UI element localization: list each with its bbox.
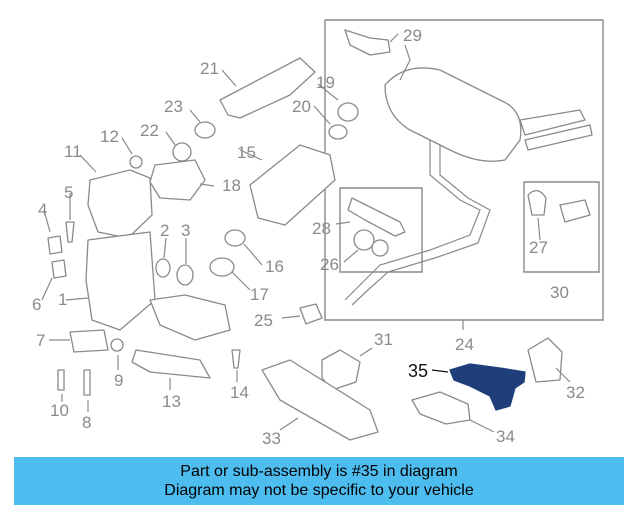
clamp-16-shape (224, 229, 246, 247)
callout-20: 20 (292, 97, 311, 116)
turbo-18-shape (149, 159, 206, 201)
callout-2: 2 (160, 221, 169, 240)
callout-26: 26 (320, 255, 339, 274)
callout-4: 4 (38, 200, 47, 219)
heat-shield-35-shape (449, 363, 526, 411)
info-banner: Part or sub-assembly is #35 in diagram D… (14, 457, 624, 505)
callout-8: 8 (82, 413, 91, 432)
heat-shield-11-shape (87, 169, 153, 239)
pipe-21-shape (219, 57, 316, 119)
callout-34: 34 (496, 427, 515, 446)
hanger-bracket-28-shape (347, 197, 406, 237)
clamp-22-shape (172, 142, 192, 162)
front-pipe-shape (149, 294, 231, 341)
callout-18: 18 (222, 176, 241, 195)
callout-5: 5 (64, 183, 73, 202)
callout-33: 33 (262, 429, 281, 448)
heat-shield-33-shape (261, 359, 379, 441)
callout-11: 11 (64, 142, 82, 161)
gasket-3-shape (176, 264, 194, 286)
bolt-14-shape (231, 349, 241, 369)
callout-13: 13 (162, 392, 181, 411)
callout-32: 32 (566, 383, 585, 402)
callout-17: 17 (250, 285, 269, 304)
callout-28: 28 (312, 219, 331, 238)
gasket-19-shape (337, 102, 359, 122)
heat-shield-32-shape (527, 337, 563, 383)
bracket-30-shape (559, 199, 591, 223)
callout-27: 27 (529, 238, 548, 257)
heat-shield-31-shape (321, 349, 361, 391)
callout-15: 15 (237, 143, 256, 162)
exhaust-system-diagram: 1 2 3 4 5 6 7 8 9 10 11 12 13 14 15 16 1… (32, 19, 604, 448)
rubber-hanger-26b-shape (371, 239, 389, 257)
bracket-29-shape (344, 29, 391, 56)
group-box-30 (523, 181, 600, 273)
callout-24: 24 (455, 335, 474, 354)
callout-12: 12 (100, 127, 119, 146)
mount-27-shape (527, 190, 547, 216)
callout-25: 25 (254, 311, 273, 330)
callout-6: 6 (32, 295, 41, 314)
nut-6-shape (51, 259, 67, 279)
callout-7: 7 (36, 331, 45, 350)
callout-31: 31 (374, 330, 393, 349)
group-box-24 (324, 19, 604, 321)
bracket-7-shape (69, 329, 109, 353)
leader-lines (41, 33, 571, 433)
callout-14: 14 (230, 383, 249, 402)
gasket-23-shape (194, 121, 216, 139)
gasket-2-shape (155, 258, 171, 278)
callout-19: 19 (316, 73, 335, 92)
bolt-8-shape (83, 369, 91, 396)
callout-30: 30 (550, 283, 569, 302)
group-box-28-26 (339, 187, 423, 273)
nut-12-shape (129, 155, 143, 169)
callout-10: 10 (50, 401, 69, 420)
banner-line-2: Diagram may not be specific to your vehi… (164, 482, 474, 499)
callout-9: 9 (114, 371, 123, 390)
catalytic-converter-1-shape (85, 231, 156, 331)
bolt-5-shape (65, 221, 75, 243)
washer-9-shape (110, 338, 124, 352)
clamp-20-shape (328, 124, 348, 140)
callout-1: 1 (58, 290, 67, 309)
particle-filter-15-shape (249, 144, 336, 226)
callout-labels: 1 2 3 4 5 6 7 8 9 10 11 12 13 14 15 16 1… (32, 26, 585, 448)
callout-22: 22 (140, 121, 159, 140)
banner-line-1: Part or sub-assembly is #35 in diagram (180, 463, 458, 480)
gasket-17-shape (209, 257, 235, 277)
callout-35: 35 (408, 361, 428, 381)
callout-16: 16 (265, 257, 284, 276)
clamp-25-shape (299, 303, 323, 325)
heat-shield-34-shape (411, 391, 471, 425)
callout-3: 3 (181, 221, 190, 240)
gasket-13-shape (131, 349, 211, 379)
rubber-hanger-26a-shape (353, 229, 375, 251)
callout-29: 29 (403, 26, 422, 45)
callout-35-leader (431, 369, 449, 373)
callout-21: 21 (200, 59, 219, 78)
rear-muffler-assembly (344, 44, 593, 306)
callout-23: 23 (164, 97, 183, 116)
stud-10-shape (57, 369, 65, 391)
bracket-4-shape (47, 235, 63, 255)
